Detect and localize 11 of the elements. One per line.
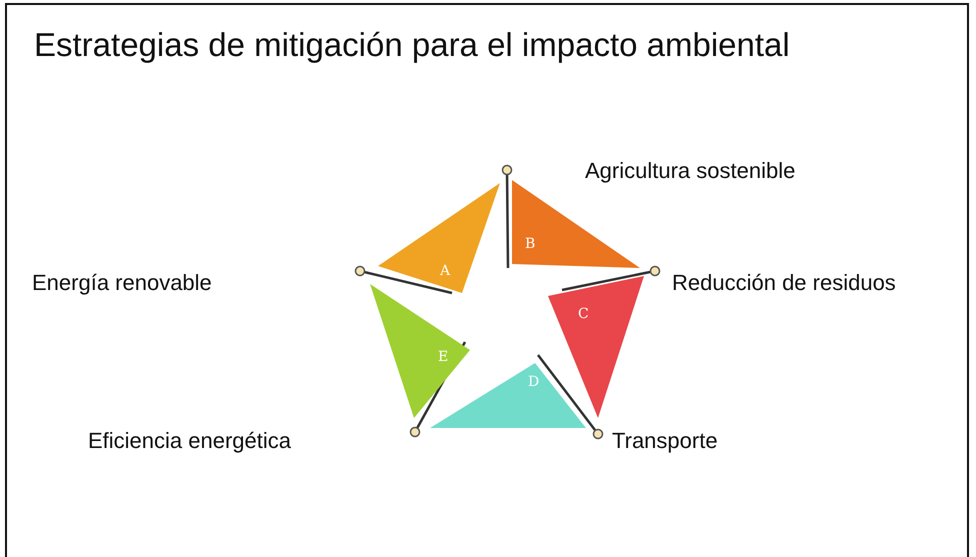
segment-letter: E — [438, 349, 448, 365]
segment-label: Eficiencia energética — [88, 428, 292, 454]
segment-label: Reducción de residuos — [672, 270, 896, 296]
segment-letter: D — [528, 374, 540, 390]
segment-label: Transporte — [612, 428, 718, 454]
diagram-title: Estrategias de mitigación para el impacto ambiental — [34, 26, 790, 64]
segment-label: Agricultura sostenible — [585, 158, 796, 184]
segment-label: Energía renovable — [32, 270, 212, 296]
segment-letter: C — [578, 306, 589, 322]
segment-letter: A — [440, 263, 450, 279]
segment-letter: B — [525, 236, 536, 252]
